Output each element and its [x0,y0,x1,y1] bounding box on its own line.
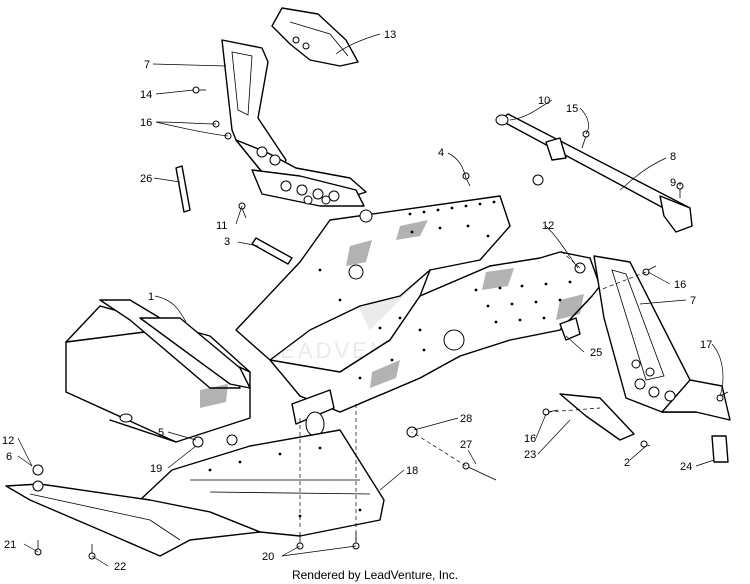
callout-18: 18 [406,465,418,477]
callout-labels: 1 2 3 4 5 6 7 7 8 9 10 11 12 12 13 14 15… [2,29,712,573]
small-bracket-25 [559,317,581,341]
steering-cover [271,7,359,67]
callout-1: 1 [148,291,154,303]
callout-25: 25 [590,347,602,359]
callout-5: 5 [158,427,164,439]
hardware [32,86,729,560]
front-guard [5,483,261,557]
small-bracket-23 [559,393,635,441]
callout-10: 10 [538,95,550,107]
steering-support-bracket [221,39,367,207]
callout-24: 24 [680,461,692,473]
callout-6: 6 [6,451,12,463]
callout-4: 4 [438,147,444,159]
callout-11: 11 [216,220,227,232]
callout-21: 21 [4,539,16,551]
rod-26 [175,165,191,213]
leader-lines [17,33,724,567]
callout-23: 23 [524,449,536,461]
callout-8: 8 [670,151,676,163]
footer-credit: Rendered by LeadVenture, Inc. [291,568,459,582]
callout-22: 22 [114,561,126,573]
callout-26: 26 [140,173,152,185]
callout-16-top: 16 [140,117,152,129]
callout-12-right: 12 [542,220,554,232]
callout-13: 13 [384,29,396,41]
callout-12-left: 12 [2,435,14,447]
chassis-frame [65,195,601,443]
small-bracket-24 [711,435,729,463]
callout-9: 9 [670,177,676,189]
callout-27: 27 [460,439,472,451]
callout-7-right: 7 [690,295,696,307]
callout-2: 2 [624,457,630,469]
callout-3: 3 [224,236,230,248]
callout-15: 15 [566,103,578,115]
callout-16-right: 16 [674,279,686,291]
rear-bracket [593,255,731,421]
callout-17: 17 [700,339,712,351]
rear-shaft [495,113,693,233]
callout-16-bottom: 16 [524,433,536,445]
rod-3 [251,237,293,265]
assembly-lines [299,249,647,540]
callout-7-top: 7 [144,59,150,71]
callout-20: 20 [262,551,274,563]
callout-28: 28 [460,413,472,425]
callout-19: 19 [150,463,162,475]
callout-14: 14 [140,89,152,101]
